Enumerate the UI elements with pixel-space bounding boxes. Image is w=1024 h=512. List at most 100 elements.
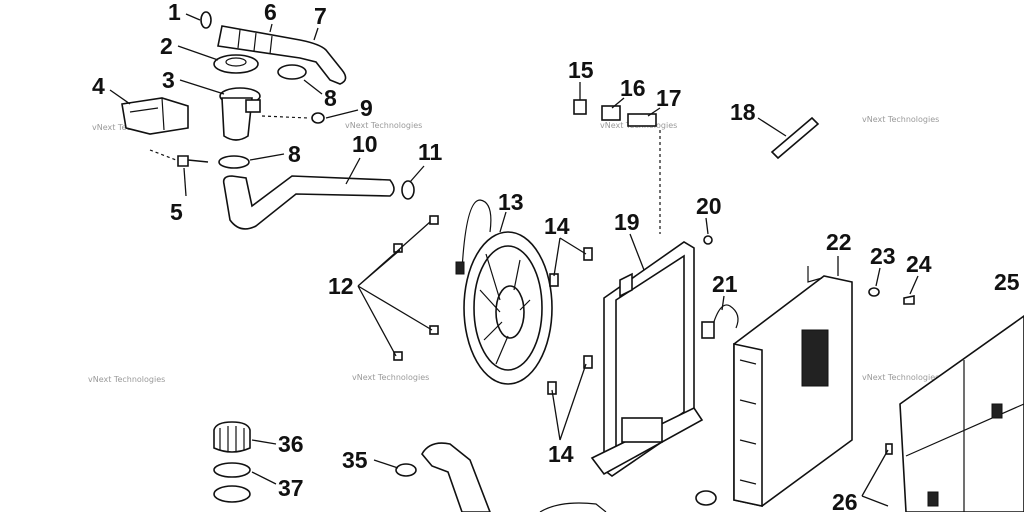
leader (109, 89, 131, 105)
fan-screws (393, 215, 439, 361)
leader (251, 471, 277, 485)
screw (429, 215, 439, 225)
mounting-bracket (121, 97, 189, 135)
clip (583, 247, 593, 261)
seal (213, 485, 251, 503)
callout: 4 (92, 73, 105, 99)
leader (875, 267, 881, 287)
tank-ribs (739, 359, 757, 485)
callout: 8 (324, 85, 337, 111)
bolt (903, 295, 915, 305)
leader (861, 449, 889, 507)
fan-connector (455, 261, 465, 275)
leader (611, 97, 625, 109)
radiator-label (801, 329, 829, 387)
clamp (395, 463, 417, 477)
callout: 21 (712, 271, 738, 297)
radiator-pin (807, 266, 823, 283)
callout: 20 (696, 193, 722, 219)
bushing-sleeve (601, 105, 621, 121)
bracket-edge (129, 97, 165, 131)
clip (583, 355, 593, 369)
leader (705, 217, 709, 235)
radiator-tank (733, 343, 763, 507)
screw-line (261, 115, 309, 119)
shroud-frame (590, 241, 704, 477)
fan-wire (461, 199, 492, 271)
callout: 37 (278, 475, 304, 501)
clamp-small (200, 11, 212, 29)
leader (553, 237, 587, 277)
callout: 2 (160, 33, 173, 59)
callout: 14 (548, 441, 574, 467)
callout: 9 (360, 95, 373, 121)
callout: 11 (418, 139, 443, 165)
callout: 35 (342, 447, 368, 473)
fan-hub (495, 285, 525, 339)
upper-hose (217, 25, 347, 85)
callout: 7 (314, 3, 327, 29)
callout: 6 (264, 0, 277, 25)
screw (393, 351, 403, 361)
callout: 18 (730, 99, 756, 125)
leader (757, 117, 787, 137)
bolt-line (149, 149, 177, 161)
leader (313, 27, 319, 41)
radiator (733, 266, 853, 507)
callout: 22 (826, 229, 852, 255)
sensor-wire (711, 304, 739, 329)
overflow-cap (213, 421, 251, 503)
screen-tab (991, 403, 1003, 419)
callout: 15 (568, 57, 594, 83)
leader (179, 79, 225, 95)
leader (909, 275, 919, 295)
leader (269, 23, 273, 33)
callout: 25 (994, 269, 1020, 295)
filler-neck-assembly (121, 11, 415, 230)
leader (373, 459, 399, 469)
leader (409, 165, 425, 183)
clip (885, 443, 893, 455)
filler-neck-body (221, 97, 253, 141)
bolt (177, 155, 209, 167)
foam-strip (770, 116, 820, 160)
hose-ribs (237, 29, 273, 55)
callout: 19 (614, 209, 640, 235)
hose-section (539, 502, 607, 512)
leader (325, 109, 359, 119)
leader-lines (109, 13, 919, 507)
screen-divider (905, 360, 1024, 512)
callout: 26 (832, 489, 858, 512)
leader (629, 233, 645, 271)
hose-clamp-lower (218, 155, 250, 169)
leader (345, 157, 361, 185)
radiator-screen (899, 315, 1024, 512)
screw-head (311, 112, 325, 124)
callout: 5 (170, 199, 183, 225)
leader (177, 45, 219, 61)
fan-blades (479, 253, 531, 365)
callout: 16 (620, 75, 646, 101)
leader (249, 153, 285, 161)
filler-neck-spout (245, 99, 261, 113)
hose-clamp-top (277, 64, 307, 80)
leader (721, 295, 725, 311)
shroud-block (621, 417, 663, 443)
watermark: vNext Technologies (345, 121, 422, 130)
callout: 8 (288, 141, 301, 167)
callout: 36 (278, 431, 304, 457)
callout: 24 (906, 251, 932, 277)
clamp (695, 490, 717, 506)
shroud-opening (615, 254, 685, 460)
cap-center (225, 57, 247, 67)
hose-bend (421, 442, 491, 512)
radiator-cap (213, 54, 259, 74)
clips (547, 247, 593, 395)
nut (868, 287, 880, 297)
temp-sensor (701, 304, 739, 339)
leader (303, 79, 323, 95)
callout-numbers: 1 2 3 4 5 6 7 8 8 9 10 11 12 13 14 14 15… (92, 0, 1020, 512)
screen-tab (927, 491, 939, 507)
